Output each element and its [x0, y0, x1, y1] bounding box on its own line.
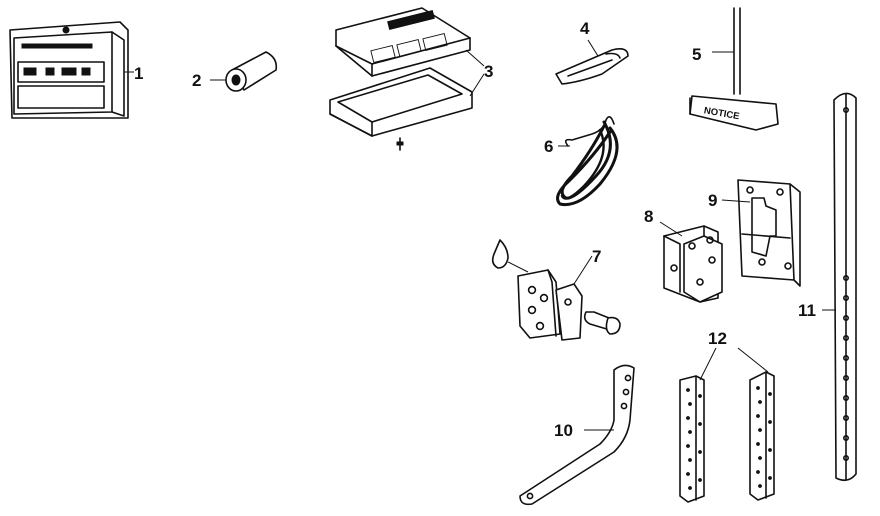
callout-2: 2: [192, 71, 201, 90]
callout-9: 9: [708, 191, 717, 210]
callout-8: 8: [644, 207, 653, 226]
part-5-notice-tag: NOTICE: [689, 7, 779, 131]
part-11-straight-strap: [822, 92, 857, 482]
part-10-curved-arm: [519, 364, 635, 506]
part-12-angle-iron-right: [749, 371, 775, 501]
part-6-coiled-wire: [556, 116, 619, 207]
part-2-cylinder: [210, 51, 278, 92]
part-8-door-bracket: [659, 221, 723, 303]
part-12-angle-iron-left: [679, 375, 705, 503]
callout-7: 7: [592, 247, 601, 266]
callout-10: 10: [554, 421, 573, 440]
part-7-bracket-pin: [491, 239, 621, 341]
part-1-receiver-unit: [9, 21, 134, 119]
callout-6: 6: [544, 137, 553, 156]
callout-5: 5: [692, 45, 701, 64]
part-4-clip: [555, 39, 629, 85]
callout-labels: 1 2 3 4 5 6 7 8 9 10 11 12: [134, 19, 816, 440]
part-9-header-bracket: [721, 179, 801, 287]
callout-12: 12: [708, 329, 727, 348]
callout-4: 4: [580, 19, 590, 38]
part-3-remote-transmitter: [329, 7, 485, 151]
callout-1: 1: [134, 64, 143, 83]
callout-11: 11: [798, 301, 816, 320]
part-12-leaders: [699, 347, 769, 381]
callout-3: 3: [484, 62, 493, 81]
